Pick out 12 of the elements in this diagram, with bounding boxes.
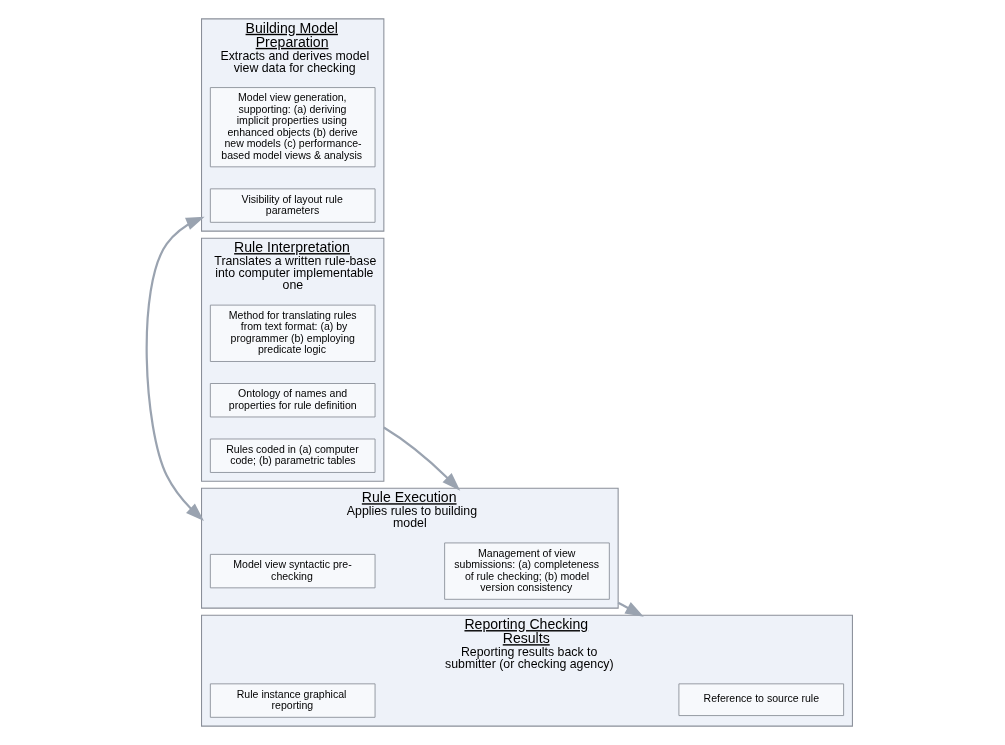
node-box: Model view generation, supporting: (a) deriving implicit properties using enhanced objects (b) derive new models (c) performance-based model views & analysis xyxy=(209,87,375,168)
arrow xyxy=(145,216,205,522)
arrow xyxy=(382,426,460,491)
node-box: Visibility of layout rule parameters xyxy=(209,188,375,223)
node-box: Method for translating rules from text format: (a) by programmer (b) employing predicate logic xyxy=(209,304,375,362)
node-box: Management of view submissions: (a) completeness of rule checking; (b) model version consistency xyxy=(443,542,610,600)
node-box: Rule instance graphical reporting xyxy=(209,683,375,718)
node-box: Ontology of names and properties for rule definition xyxy=(209,383,375,418)
arrow xyxy=(617,601,644,617)
node-box: Reference to source rule xyxy=(677,683,844,716)
node-box: Rules coded in (a) computer code; (b) parametric tables xyxy=(209,438,375,473)
node-box: Model view syntactic pre-checking xyxy=(209,553,375,589)
